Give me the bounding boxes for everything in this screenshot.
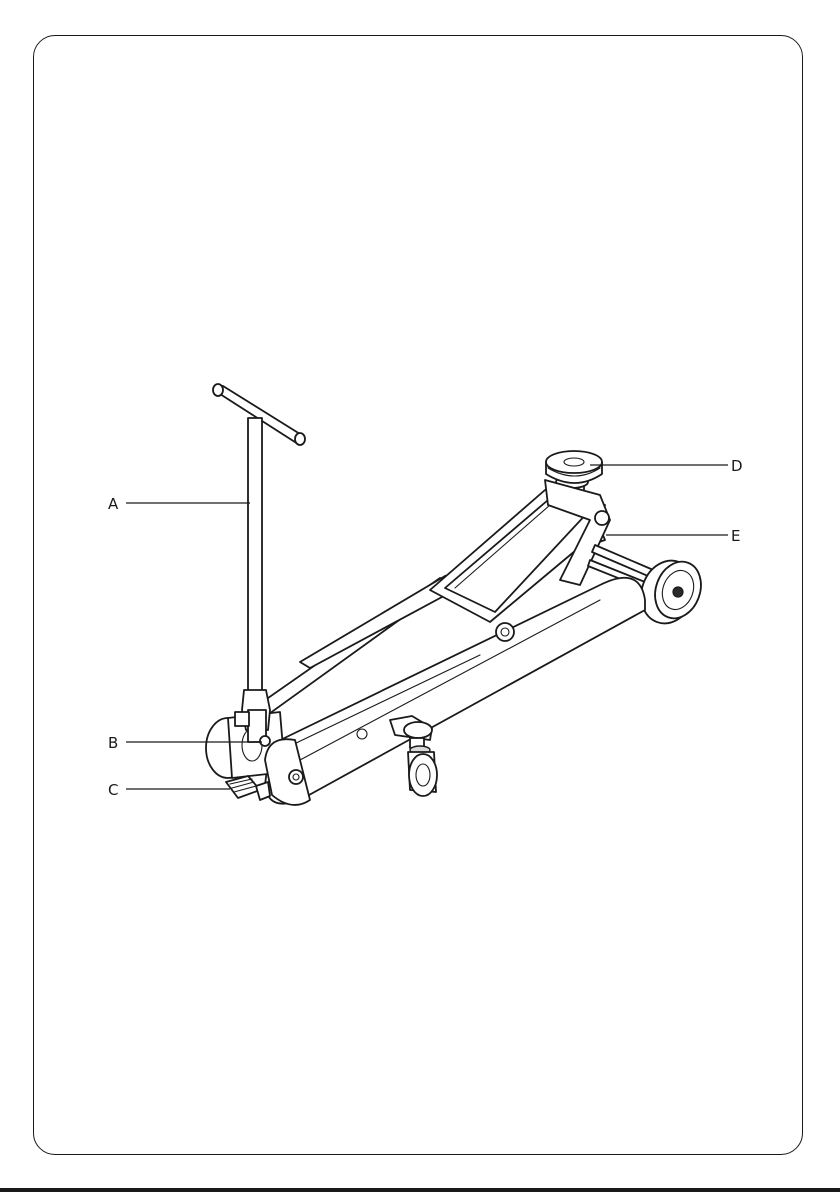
- label-e: E: [731, 527, 740, 545]
- page-bottom-edge: [0, 1188, 840, 1192]
- label-a: A: [108, 495, 119, 513]
- label-b: B: [108, 734, 118, 752]
- label-d: D: [731, 457, 743, 475]
- foot-pedal: [226, 776, 270, 800]
- near-side-frame: [265, 578, 645, 804]
- label-c: C: [108, 781, 118, 799]
- swivel-caster: [390, 716, 437, 796]
